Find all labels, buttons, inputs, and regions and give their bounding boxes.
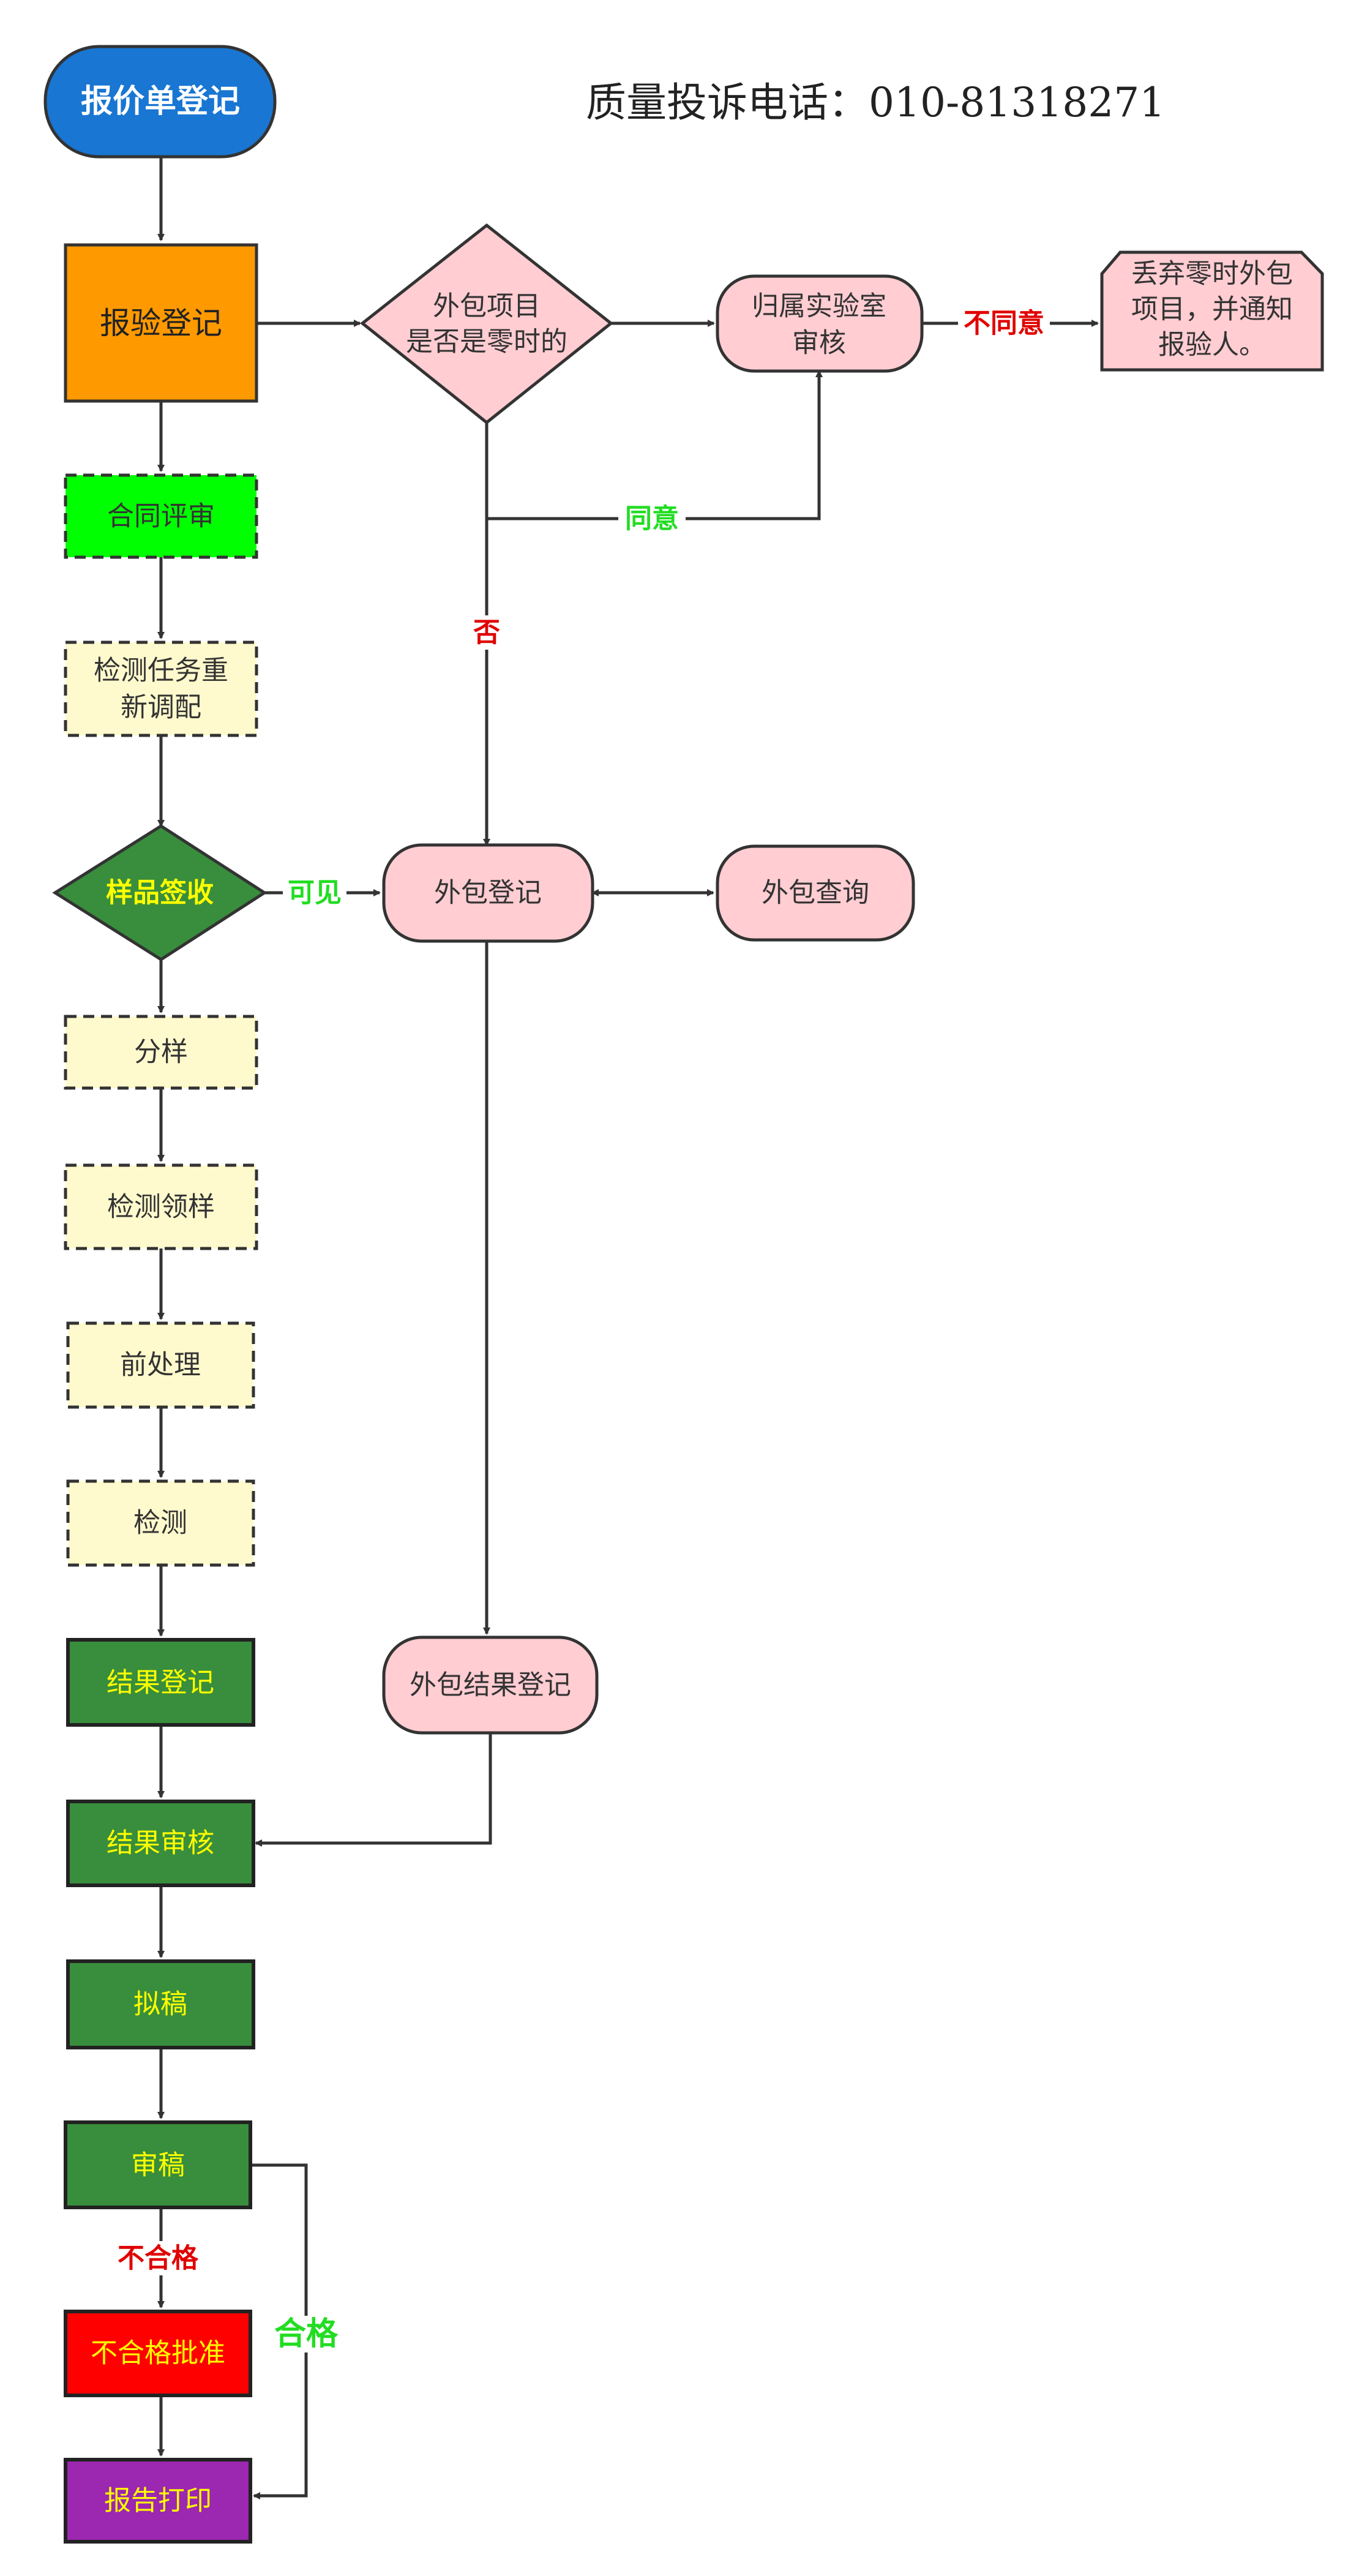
agree-label-bg bbox=[618, 502, 686, 536]
outsource-result-register-node[interactable] bbox=[382, 1635, 599, 1735]
lab-review-node[interactable] bbox=[716, 274, 924, 373]
outsource-register-label: 外包登记 bbox=[434, 877, 542, 909]
no-label-bg bbox=[471, 615, 502, 650]
task-reassign-label-line1: 检测任务重 bbox=[94, 655, 228, 686]
outsource-query-label: 外包查询 bbox=[762, 877, 869, 909]
discard-node[interactable] bbox=[1100, 250, 1324, 372]
outsource-query-node[interactable] bbox=[716, 844, 915, 942]
nonconform-approve-label: 不合格批准 bbox=[91, 2338, 225, 2369]
edge-agree-loop bbox=[487, 370, 823, 520]
visible-label-bg bbox=[283, 876, 346, 910]
inspection-register-label: 报验登记 bbox=[100, 306, 222, 341]
edge-outsourceresult-to-review bbox=[255, 1733, 492, 1847]
pass-label: 合格 bbox=[274, 2316, 339, 2353]
inspection-register-node[interactable] bbox=[64, 243, 258, 403]
no-label: 否 bbox=[473, 617, 500, 648]
outsource-decision-label-line1: 外包项目 bbox=[433, 291, 541, 322]
discard-label-line1: 丢弃零时外包 bbox=[1131, 258, 1293, 290]
testing-label: 检测 bbox=[133, 1508, 187, 1539]
hotline-label: 质量投诉电话： bbox=[586, 79, 869, 126]
sample-signoff-label: 样品签收 bbox=[106, 877, 214, 909]
sample-split-label: 分样 bbox=[134, 1037, 188, 1068]
disagree-label: 不同意 bbox=[964, 308, 1044, 339]
quote-register-label: 报价单登记 bbox=[81, 83, 240, 120]
draft-label: 拟稿 bbox=[133, 1989, 187, 2020]
discard-label-line2: 项目，并通知 bbox=[1131, 294, 1293, 325]
result-review-node[interactable] bbox=[66, 1800, 255, 1887]
pretreatment-node[interactable] bbox=[66, 1321, 255, 1409]
quote-register-node[interactable] bbox=[43, 45, 277, 159]
result-register-label: 结果登记 bbox=[107, 1667, 214, 1699]
disagree-label-bg bbox=[958, 306, 1050, 340]
outsource-decision-node[interactable] bbox=[359, 223, 614, 425]
report-print-label: 报告打印 bbox=[104, 2485, 212, 2517]
testing-node[interactable] bbox=[66, 1479, 255, 1567]
sample-signoff-node[interactable] bbox=[52, 824, 268, 961]
nonconform-approve-node[interactable] bbox=[64, 2310, 252, 2397]
outsource-decision-label-line2: 是否是零时的 bbox=[406, 326, 567, 358]
outsource-result-register-label: 外包结果登记 bbox=[410, 1670, 571, 1701]
draft-review-label: 审稿 bbox=[131, 2150, 185, 2181]
result-register-node[interactable] bbox=[66, 1638, 255, 1727]
hotline-text: 质量投诉电话：010-81318271 bbox=[586, 79, 1165, 126]
lab-review-label-line2: 审核 bbox=[792, 328, 846, 359]
report-print-node[interactable] bbox=[64, 2458, 252, 2544]
fail-label-bg bbox=[110, 2241, 208, 2275]
contract-review-label: 合同评审 bbox=[107, 501, 215, 532]
draft-review-node[interactable] bbox=[64, 2120, 252, 2209]
task-reassign-node[interactable] bbox=[64, 640, 258, 737]
task-reassign-label-line2: 新调配 bbox=[121, 692, 201, 723]
pretreatment-label: 前处理 bbox=[120, 1350, 201, 1381]
fail-label: 不合格 bbox=[118, 2243, 199, 2274]
hotline-number: 010-81318271 bbox=[869, 79, 1165, 126]
discard-label-line3: 报验人。 bbox=[1158, 329, 1266, 361]
visible-label: 可见 bbox=[288, 877, 342, 909]
pass-label-bg bbox=[269, 2316, 342, 2353]
sample-split-node[interactable] bbox=[64, 1015, 258, 1090]
draft-node[interactable] bbox=[66, 1959, 255, 2049]
sample-pickup-label: 检测领样 bbox=[107, 1192, 215, 1223]
result-review-label: 结果审核 bbox=[107, 1828, 214, 1859]
sample-pickup-node[interactable] bbox=[64, 1163, 258, 1250]
lab-review-label-line1: 归属实验室 bbox=[752, 291, 886, 322]
agree-label: 同意 bbox=[625, 503, 679, 535]
contract-review-node[interactable] bbox=[64, 473, 258, 559]
outsource-register-node[interactable] bbox=[382, 843, 594, 943]
